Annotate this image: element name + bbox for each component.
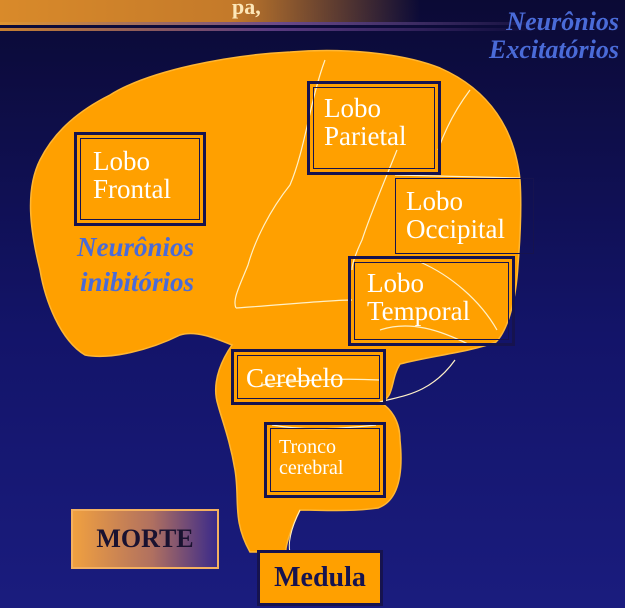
inhibitory-neurons-label: Neurônios inibitórios [18, 230, 194, 300]
brainstem-box: Tronco cerebral [264, 422, 386, 498]
temporal-lobe-line-2: Temporal [367, 296, 471, 327]
parietal-lobe-box: Lobo Parietal [307, 81, 441, 175]
excitatory-line-2: Excitatórios [488, 35, 619, 64]
temporal-lobe-line-1: Lobo [367, 268, 424, 298]
cerebellum-box: Cerebelo [231, 349, 386, 405]
temporal-lobe-box: Lobo Temporal [348, 256, 515, 346]
cerebellum-label: Cerebelo [246, 363, 344, 393]
excitatory-line-1: Neurônios [506, 7, 619, 36]
spinal-cord-label: Medula [274, 562, 366, 593]
parietal-lobe-line-2: Parietal [324, 121, 407, 152]
occipital-lobe-box: Lobo Occipital [395, 178, 534, 254]
frontal-lobe-line-1: Lobo [93, 146, 150, 176]
header-stripe [0, 22, 560, 25]
frontal-lobe-box: Lobo Frontal [74, 132, 206, 226]
title-fragment: pa,́ [232, 0, 261, 19]
brainstem-line-1: Tronco [279, 436, 337, 458]
title-bar: pa,́ [0, 0, 420, 22]
frontal-lobe-line-2: Frontal [93, 174, 171, 205]
inhibitory-line-1: Neurônios [76, 232, 194, 262]
inhibitory-line-2: inibitórios [79, 267, 194, 297]
spinal-cord-box: Medula [257, 550, 383, 606]
parietal-lobe-line-1: Lobo [324, 93, 381, 123]
occipital-lobe-line-2: Occipital [406, 214, 505, 245]
brain-shape [29, 49, 522, 553]
death-label: MORTE [96, 524, 194, 553]
header-stripe [0, 28, 540, 31]
brainstem-line-2: cerebral [279, 457, 344, 479]
excitatory-neurons-label: Neurônios Excitatórios [419, 8, 619, 64]
death-box: MORTE [71, 509, 219, 569]
occipital-lobe-line-1: Lobo [406, 186, 463, 216]
